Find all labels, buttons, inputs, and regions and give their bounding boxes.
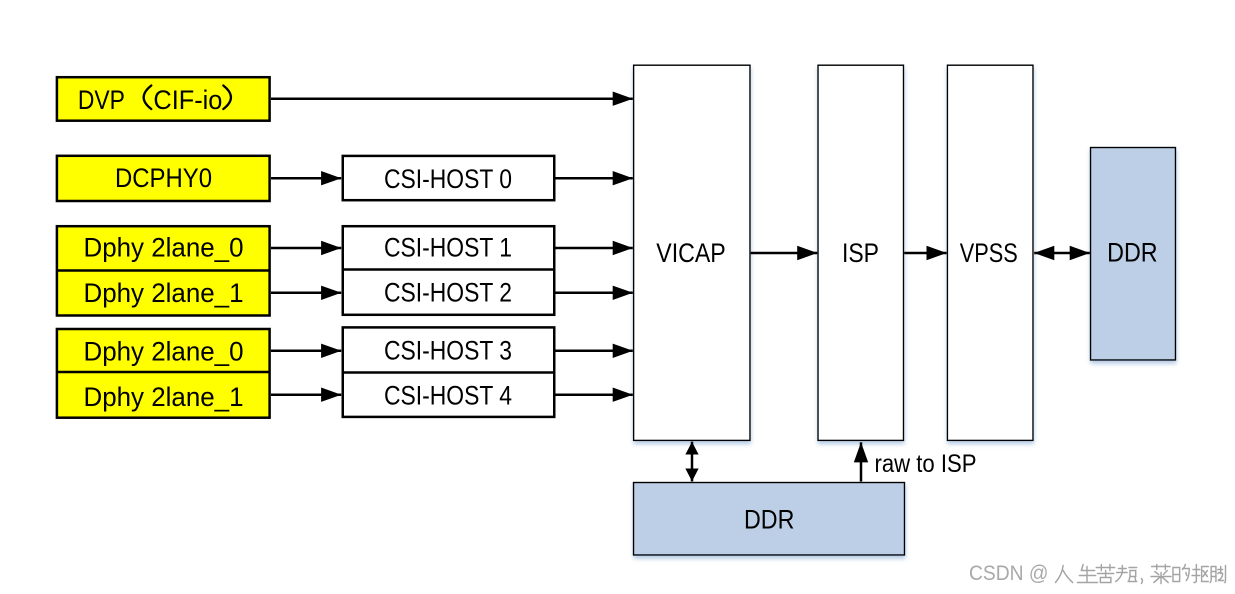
svg-text:DVP: DVP (78, 85, 125, 115)
svg-text:Dphy 2lane_1: Dphy 2lane_1 (84, 278, 244, 308)
svg-text:CSI-HOST 4: CSI-HOST 4 (384, 381, 512, 411)
svg-text:CSI-HOST 0: CSI-HOST 0 (384, 164, 512, 194)
svg-text:CSI-HOST 2: CSI-HOST 2 (384, 278, 512, 308)
svg-text:VPSS: VPSS (960, 238, 1018, 268)
svg-text:ISP: ISP (842, 238, 879, 268)
svg-text:VICAP: VICAP (656, 238, 726, 268)
svg-text:CSDN @: CSDN @ (969, 561, 1049, 585)
svg-text:Dphy 2lane_0: Dphy 2lane_0 (84, 337, 244, 367)
svg-text:Dphy 2lane_0: Dphy 2lane_0 (84, 233, 244, 263)
svg-text:DDR: DDR (1107, 238, 1158, 268)
svg-text:CSI-HOST 3: CSI-HOST 3 (384, 336, 512, 366)
svg-text:CSI-HOST 1: CSI-HOST 1 (384, 233, 512, 263)
svg-text:DDR: DDR (744, 505, 794, 535)
svg-text:Dphy 2lane_1: Dphy 2lane_1 (84, 382, 244, 412)
svg-text:raw to ISP: raw to ISP (875, 450, 977, 478)
svg-text:CIF-io: CIF-io (153, 85, 222, 115)
svg-text:DCPHY0: DCPHY0 (115, 163, 212, 193)
